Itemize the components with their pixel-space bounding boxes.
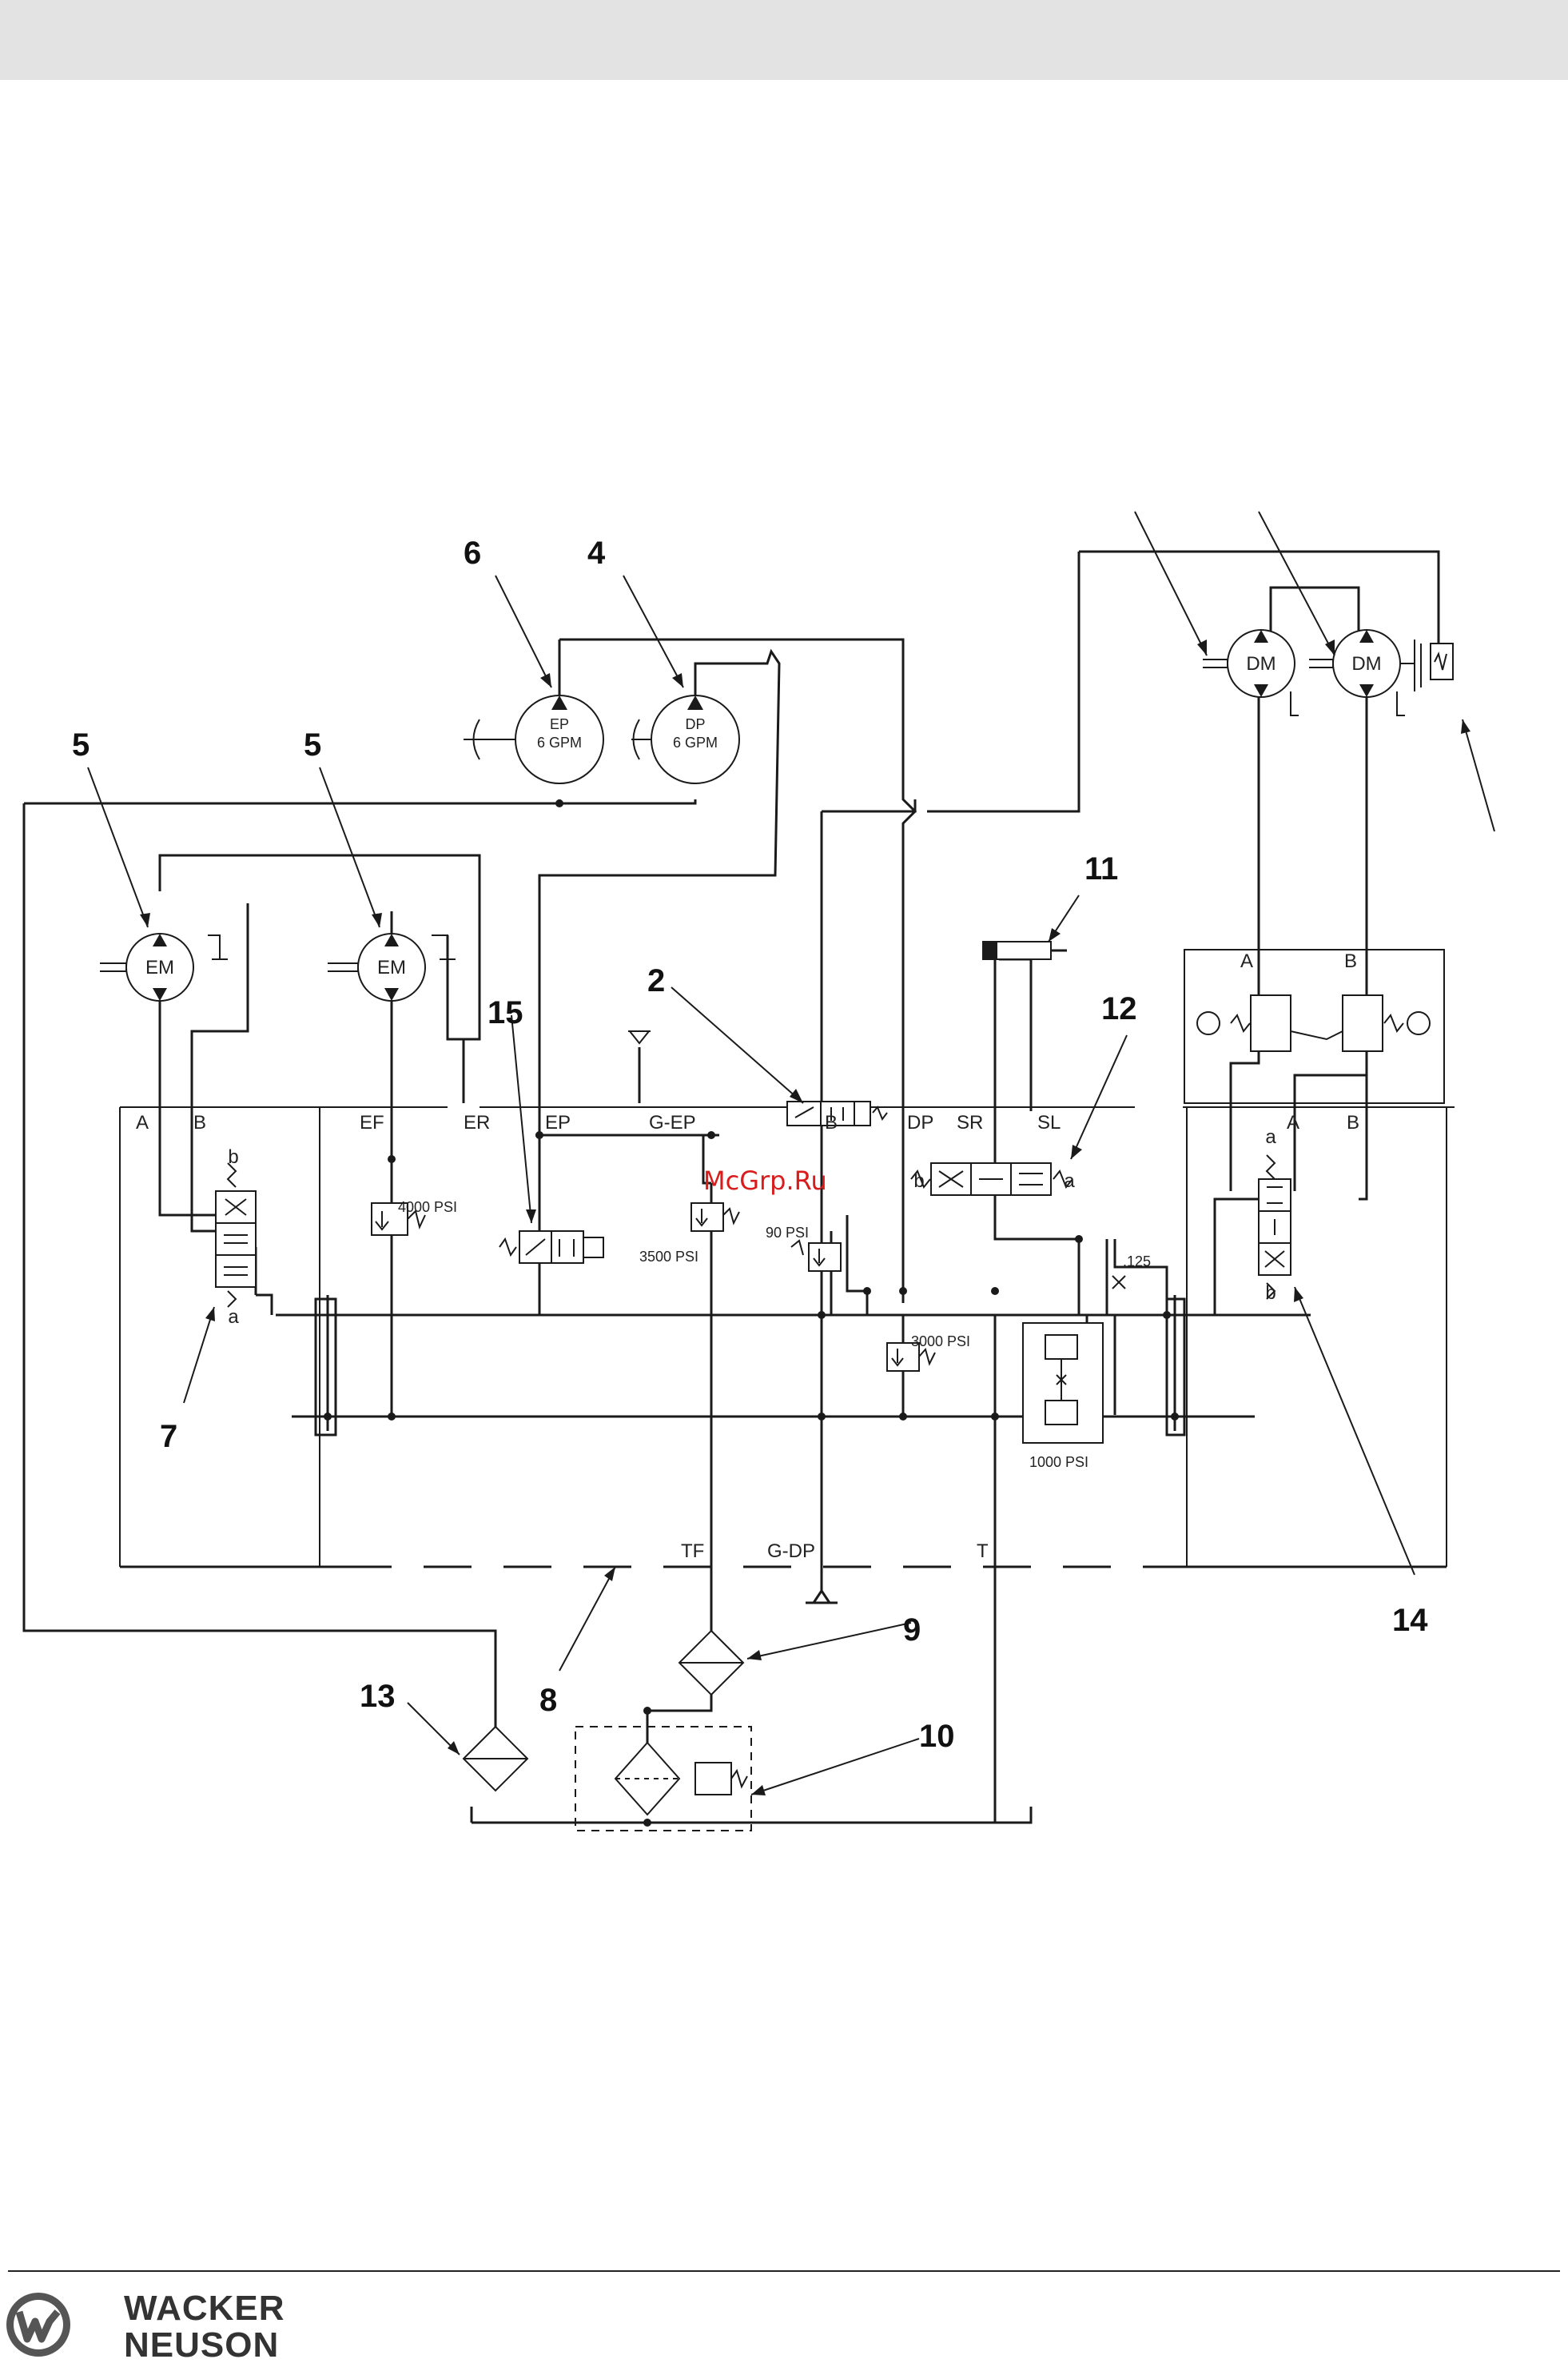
port-a-right: A (1287, 1112, 1299, 1134)
pump-dp: DP 6 GPM (631, 695, 739, 783)
port-sr: SR (957, 1112, 983, 1134)
brand-logo: WACKER NEUSON (0, 2277, 336, 2363)
footer-rule (8, 2270, 1560, 2272)
port-dp: DP (907, 1112, 933, 1134)
port-er: ER (464, 1112, 490, 1134)
pump-ep: EP 6 GPM (464, 695, 603, 783)
valve14-letter-a: a (1265, 1126, 1276, 1148)
pump-dp-rate: 6 GPM (673, 735, 718, 751)
port-t: T (977, 1540, 989, 1562)
relief-valve-3500 (691, 1203, 739, 1231)
port-ep: EP (545, 1112, 571, 1134)
pump-dp-name: DP (685, 716, 705, 732)
orifice-125 (1112, 1276, 1125, 1289)
directional-valve-14: a b (1259, 1126, 1291, 1304)
port-g-ep: G-EP (649, 1112, 696, 1134)
motor-dm-right-label: DM (1351, 653, 1381, 675)
port-tf: TF (681, 1540, 704, 1562)
callout-13: 13 (360, 1679, 396, 1714)
port-g-dp: G-DP (767, 1540, 815, 1562)
callout-15: 15 (488, 995, 523, 1030)
label-orifice: .125 (1123, 1253, 1151, 1269)
wacker-w-icon (6, 2293, 70, 2357)
leader-arrows (88, 512, 1494, 1795)
motor-dm-left: DM (1203, 630, 1299, 715)
valve7-letter-a: a (228, 1306, 239, 1328)
motor-em-right: EM (328, 934, 456, 1001)
port-b-mid: B (825, 1112, 838, 1134)
callout-14: 14 (1392, 1603, 1428, 1638)
relief-block-1000 (1023, 1323, 1103, 1443)
label-1000-psi: 1000 PSI (1029, 1454, 1088, 1470)
relief-valve-90 (791, 1241, 841, 1271)
filter-13 (464, 1727, 527, 1791)
callout-4: 4 (587, 536, 606, 571)
callout-6: 6 (464, 536, 481, 571)
callout-11: 11 (1084, 851, 1118, 887)
callout-10: 10 (919, 1719, 955, 1754)
brand-line-2: NEUSON (124, 2325, 279, 2363)
valve7-letter-b: b (228, 1146, 238, 1168)
crossover-relief-block (1184, 950, 1444, 1103)
callout-8: 8 (539, 1683, 557, 1718)
motor-em-right-label: EM (377, 957, 406, 978)
directional-valve-12: b a (911, 1163, 1075, 1195)
motor-em-left-label: EM (145, 957, 174, 978)
port-b-left: B (193, 1112, 206, 1134)
motor-dm-left-label: DM (1246, 653, 1275, 675)
callout-7: 7 (160, 1419, 177, 1454)
hydraulic-cylinder (983, 942, 1067, 959)
pressure-rails (276, 1295, 1311, 1431)
motor-em-left: EM (100, 934, 228, 1001)
callout-5-right: 5 (304, 727, 321, 763)
port-a-top: A (1240, 950, 1253, 972)
filter-9 (679, 1631, 743, 1695)
valve14-letter-b: b (1265, 1282, 1275, 1304)
filter-assembly-10 (575, 1727, 751, 1831)
valve12-letter-a: a (1064, 1170, 1075, 1192)
label-3500-psi: 3500 PSI (639, 1249, 698, 1265)
callout-12: 12 (1101, 991, 1137, 1026)
brand-line-1: WACKER (124, 2289, 285, 2328)
label-90-psi: 90 PSI (766, 1225, 809, 1241)
selector-valve-15 (499, 1231, 603, 1263)
label-4000-psi: 4000 PSI (398, 1199, 457, 1215)
pump-ep-rate: 6 GPM (537, 735, 582, 751)
port-ef: EF (360, 1112, 384, 1134)
label-3000-psi: 3000 PSI (911, 1333, 970, 1349)
port-a-left: A (136, 1112, 149, 1134)
directional-valve-7: b a (216, 1146, 256, 1328)
callout-5-left: 5 (72, 727, 90, 763)
callout-2: 2 (647, 963, 665, 998)
callout-9: 9 (903, 1612, 921, 1648)
watermark-text: McGrp.Ru (703, 1166, 827, 1196)
port-b-top: B (1344, 950, 1357, 972)
port-sl: SL (1037, 1112, 1061, 1134)
pump-ep-name: EP (550, 716, 569, 732)
valve12-letter-b: b (913, 1170, 924, 1192)
port-b-right: B (1347, 1112, 1359, 1134)
